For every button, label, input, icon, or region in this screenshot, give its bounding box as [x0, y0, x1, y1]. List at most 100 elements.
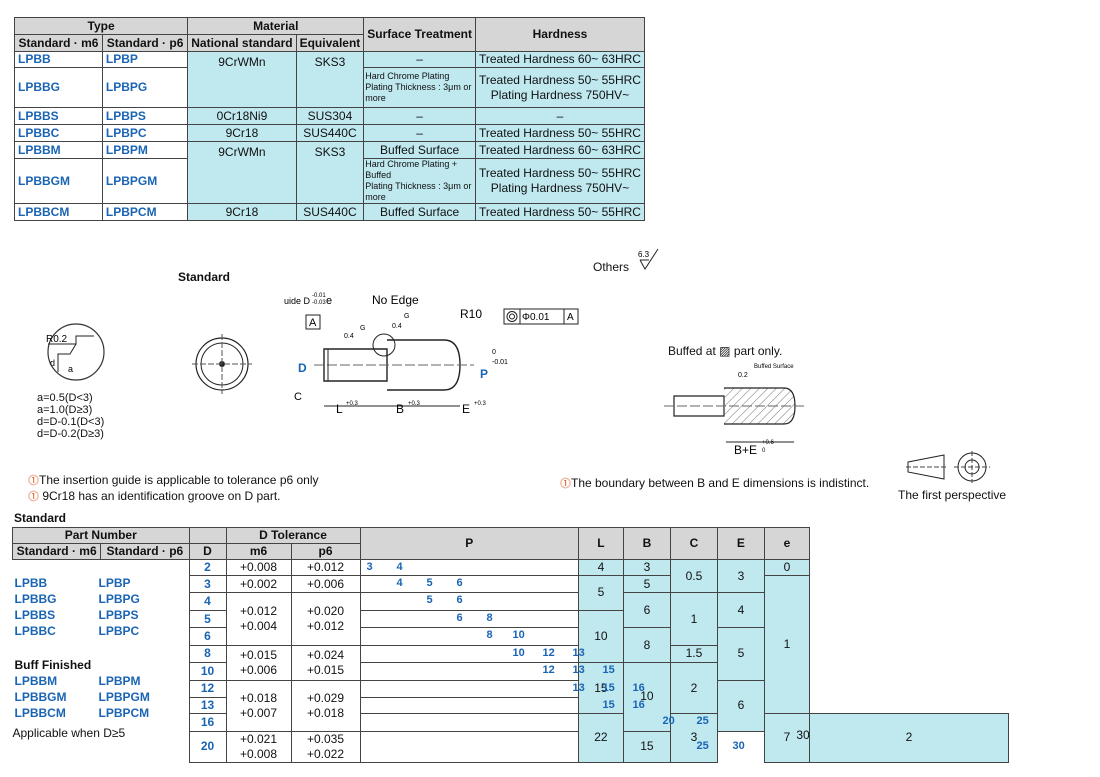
table-row: LPBBC LPBPC 9Cr18 SUS440C – Treated Hard…: [14, 124, 645, 142]
e-value: 7: [763, 713, 810, 763]
part-p6: LPBPGM: [101, 158, 189, 204]
b-value: 15: [622, 730, 671, 763]
header-surface: Surface Treatment: [363, 17, 476, 52]
concentricity-label: Φ0.01: [522, 312, 550, 323]
table-row: LPBBS LPBPS 0Cr18Ni9 SUS304 – –: [14, 107, 645, 125]
part-p6: LPBPM: [101, 141, 189, 159]
c-value: 2: [669, 662, 718, 715]
part-m6: LPBB: [14, 576, 48, 590]
detail-notes: a=0.5(D<3) a=1.0(D≥3) d=D-0.1(D<3) d=D-0…: [37, 392, 104, 440]
end-view: [192, 334, 252, 394]
m6-tol: +0.015+0.006: [225, 644, 292, 681]
warning-icon: ⓵: [28, 475, 39, 487]
part-p6: LPBPCM: [101, 203, 189, 221]
d-value: 20: [188, 730, 227, 763]
sub-header-m6: Standard · m6: [11, 543, 102, 560]
e-value: 5: [716, 627, 765, 681]
tol-03: +0.3: [346, 401, 359, 407]
e-label: e: [326, 295, 332, 307]
header-b: B: [622, 527, 671, 560]
part-p6: LPBPS: [101, 107, 189, 125]
roughness-02: 0.2: [738, 372, 748, 379]
header-hardness: Hardness: [475, 17, 645, 52]
header-l: L: [577, 527, 624, 560]
e-small-value: 2: [808, 713, 1010, 763]
part-p6: LPBPG: [101, 67, 189, 108]
header-p: P: [359, 527, 579, 560]
part-m6: LPBBCM: [14, 706, 66, 720]
p6-tol: +0.006: [290, 574, 361, 594]
part-p6: LPBP: [98, 576, 131, 590]
surface-treatment: –: [363, 51, 476, 68]
d-value: 8: [188, 644, 227, 664]
sub-header-m6: Standard · m6: [14, 34, 103, 52]
p-tol-bot: -0.01: [492, 359, 508, 366]
detail-line: a=1.0(D≥3): [37, 404, 93, 416]
sub-header-d: D: [188, 543, 227, 560]
buffed-drawing: Buffed Surface 0.2 B+E +0.6 0: [664, 364, 805, 457]
p6-tol: +0.029+0.018: [290, 679, 361, 732]
g-label: G: [404, 313, 409, 320]
d-value: 2: [188, 559, 227, 576]
part-m6: LPBB: [14, 51, 103, 68]
hardness: Treated Hardness 50~ 55HRC Plating Hardn…: [475, 158, 645, 204]
table-row: LPBBCM LPBPCM 9Cr18 SUS440C Buffed Surfa…: [14, 203, 645, 221]
c-value: 0.5: [669, 558, 718, 594]
surface-treatment: Buffed Surface: [363, 203, 476, 221]
buffed-surface-label: Buffed Surface: [754, 364, 794, 370]
roughness-04: 0.4: [392, 323, 402, 330]
header-c: C: [669, 527, 718, 560]
m6-tol: +0.018+0.007: [225, 679, 292, 732]
p6-tol: +0.035+0.022: [290, 730, 361, 763]
l-value: 15: [577, 662, 624, 715]
be-tol-top: +0.6: [762, 440, 775, 446]
m6-tol: +0.008: [225, 559, 292, 576]
b-value: 10: [622, 662, 671, 732]
d-dimension: D: [298, 361, 307, 375]
roughness-04: 0.4: [344, 333, 354, 340]
sub-header-p6: Standard · p6: [101, 34, 189, 52]
table-row: LPBBM LPBPM 9CrWMn SKS3 Buffed Surface T…: [14, 141, 645, 204]
p6-tol: +0.012: [290, 559, 361, 576]
m6-tol: +0.021+0.008: [225, 730, 292, 763]
part-m6: LPBBGM: [14, 690, 67, 704]
l-value-last: 30: [796, 728, 810, 742]
table-row: LPBB LPBP LPBBG LPBPG LPBBS LPBPS LPBBC …: [12, 558, 1009, 762]
roughness-value: 6.3: [638, 250, 650, 259]
d-value: 6: [188, 627, 227, 646]
material-national: 9Cr18: [187, 124, 297, 142]
d-value: 5: [188, 609, 227, 629]
p6-tol: +0.020+0.012: [290, 592, 361, 646]
b-value: 6: [622, 592, 671, 629]
others-label: Others: [593, 260, 630, 274]
part-p6: LPBPS: [98, 608, 139, 622]
detail-view: R0.2 a d: [46, 323, 105, 381]
header-part-number: Part Number: [12, 527, 190, 544]
e-value: 6: [716, 679, 765, 732]
hardness: Treated Hardness 50~ 55HRC: [475, 203, 645, 221]
material-table: Type Material Surface Treatment Hardness…: [13, 17, 645, 221]
part-number-cell: LPBB LPBP LPBBG LPBPG LPBBS LPBPS LPBBC …: [12, 559, 190, 762]
part-p6: LPBPM: [98, 674, 141, 688]
b-value: 3: [622, 559, 671, 576]
size-table: Part Number D Tolerance P L B C E e Stan…: [11, 527, 1010, 763]
no-edge-label: No Edge: [372, 293, 419, 307]
hardness: Treated Hardness 50~ 55HRC Plating Hardn…: [475, 67, 645, 108]
c-value: 1: [669, 592, 718, 646]
part-p6: LPBP: [101, 51, 189, 68]
l-label: L: [336, 402, 343, 416]
table-row: LPBBG LPBPG Hard Chrome Plating Plating …: [14, 67, 645, 108]
hardness: Treated Hardness 50~ 55HRC: [475, 124, 645, 142]
sub-header-m6-tol: m6: [225, 543, 292, 560]
